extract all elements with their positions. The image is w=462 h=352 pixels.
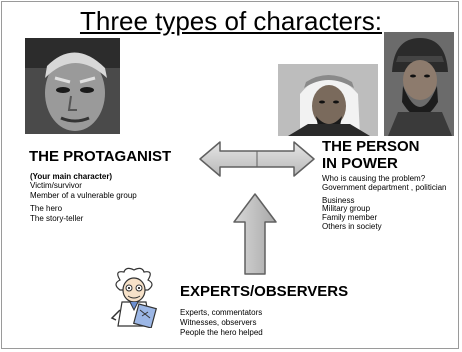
experts-line: Experts, commentators xyxy=(180,308,263,317)
protagonist-line: The hero xyxy=(30,204,63,213)
protagonist-line: Victim/survivor xyxy=(30,181,82,190)
person-in-power-heading: THE PERSON xyxy=(322,138,420,155)
protagonist-line: Member of a vulnerable group xyxy=(30,191,137,200)
experts-line: Witnesses, observers xyxy=(180,318,257,327)
protagonist-line: (Your main character) xyxy=(30,172,113,181)
two-way-arrow xyxy=(198,140,316,178)
experts-heading: EXPERTS/OBSERVERS xyxy=(180,283,349,300)
slide-title: Three types of characters: xyxy=(79,6,383,36)
person-in-power-photo-1 xyxy=(278,64,378,136)
person-in-power-line: Family member xyxy=(322,213,378,222)
person-in-power-line: Others in society xyxy=(322,222,382,231)
protagonist-photo xyxy=(25,38,120,134)
person-in-power-photo-2 xyxy=(384,32,454,136)
experts-line: People the hero helped xyxy=(180,328,263,337)
protagonist-line: The story-teller xyxy=(30,214,84,223)
protagonist-heading: THE PROTAGANIST xyxy=(29,148,172,165)
scientist-clipart xyxy=(106,266,164,328)
person-in-power-line: Business xyxy=(322,196,355,205)
up-arrow xyxy=(232,192,278,276)
person-in-power-line: Military group xyxy=(322,204,371,213)
person-in-power-heading: IN POWER xyxy=(322,155,398,172)
person-in-power-line: Government department , politician xyxy=(322,183,447,192)
person-in-power-line: Who is causing the problem? xyxy=(322,174,426,183)
